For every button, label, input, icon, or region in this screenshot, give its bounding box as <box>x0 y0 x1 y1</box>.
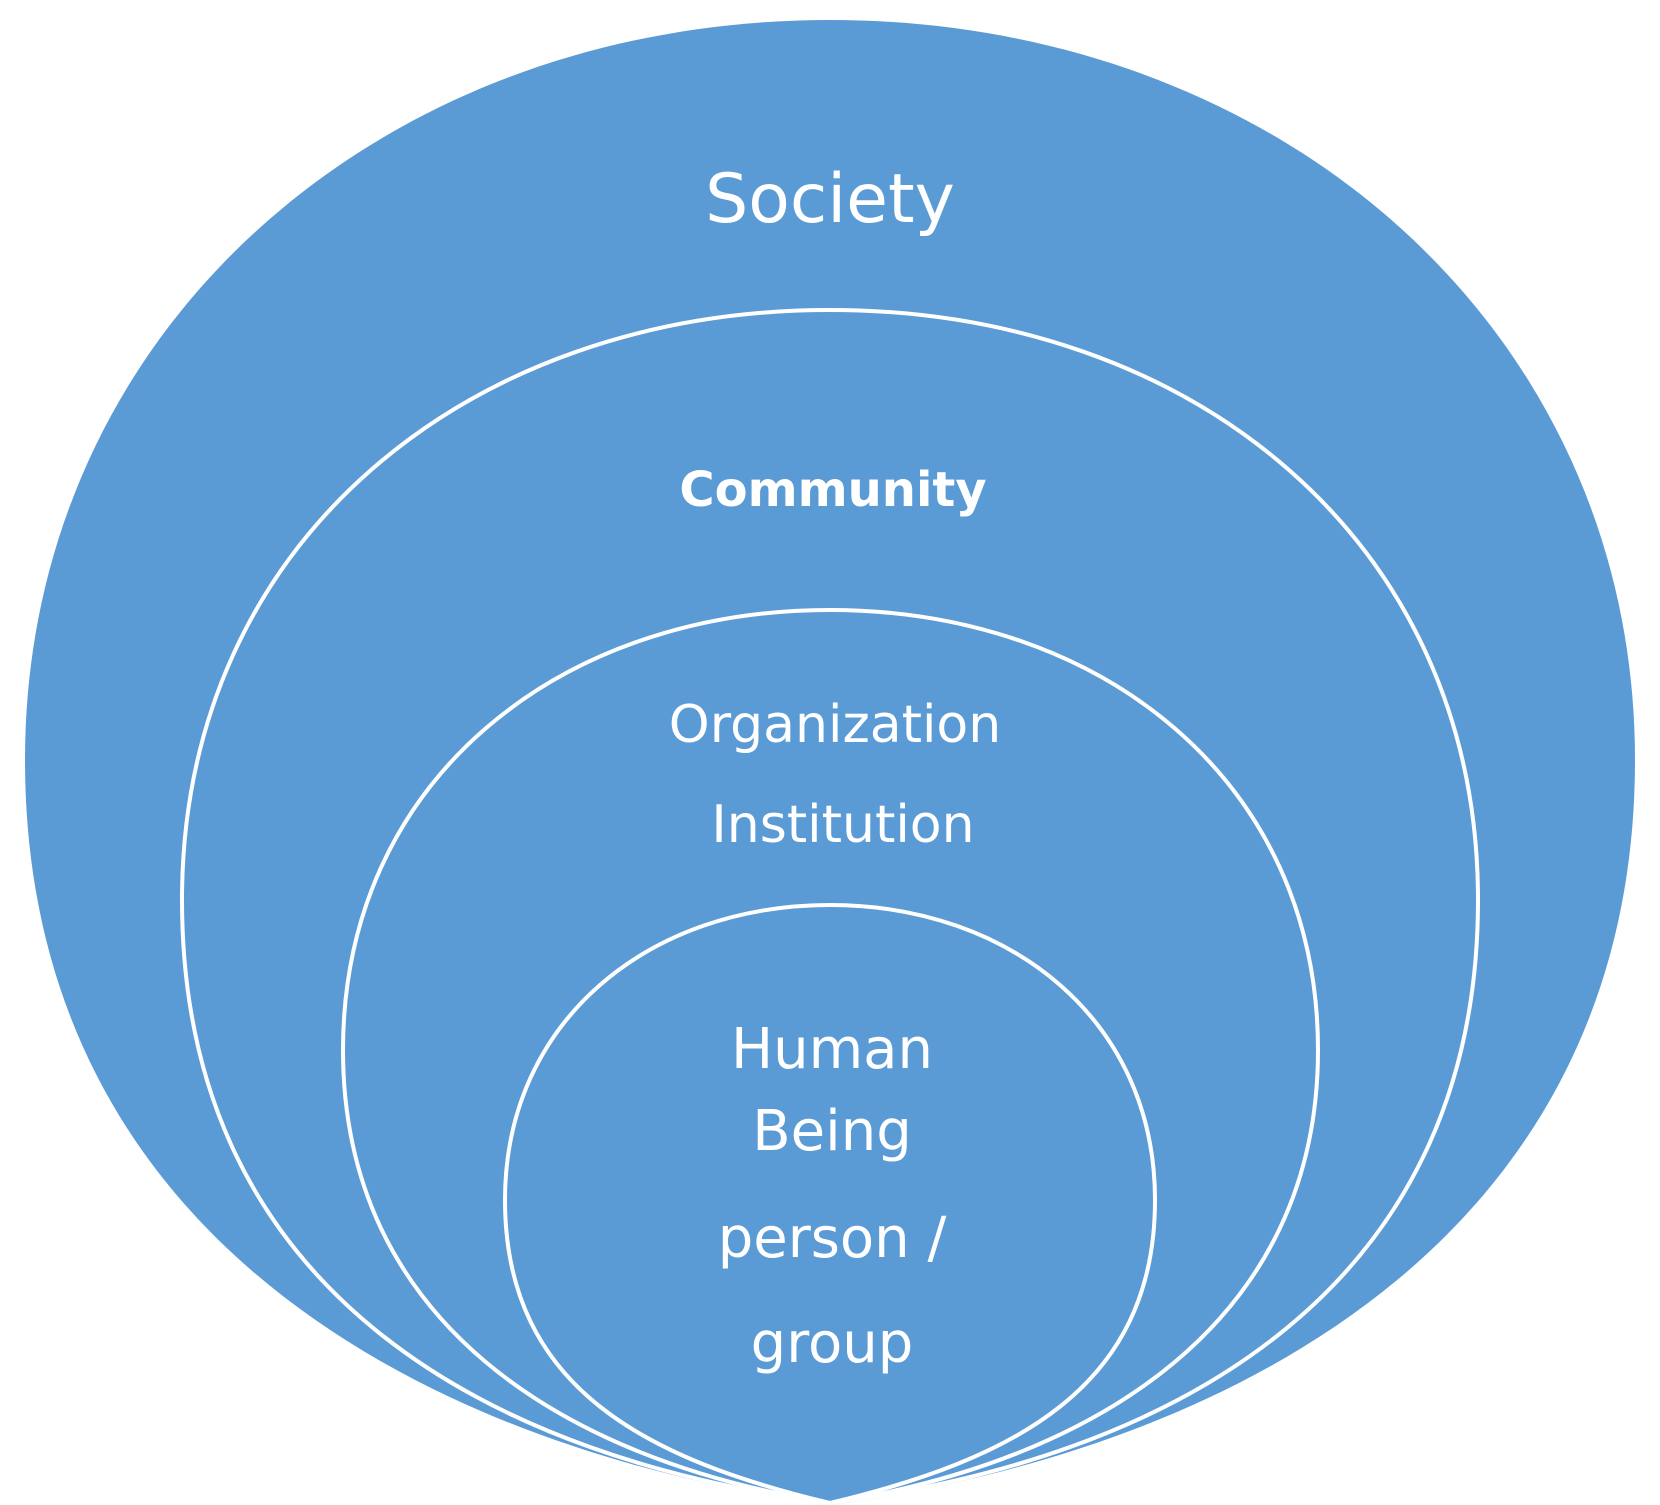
person-label: person / <box>718 1206 947 1271</box>
organization-label: Organization <box>669 695 1001 755</box>
society-label: Society <box>705 160 955 239</box>
group-label: group <box>751 1311 914 1376</box>
being-label: Being <box>752 1099 911 1164</box>
human-label: Human <box>731 1017 933 1082</box>
institution-label: Institution <box>711 795 974 855</box>
human-circle <box>502 902 1158 1505</box>
community-label: Community <box>679 462 986 518</box>
